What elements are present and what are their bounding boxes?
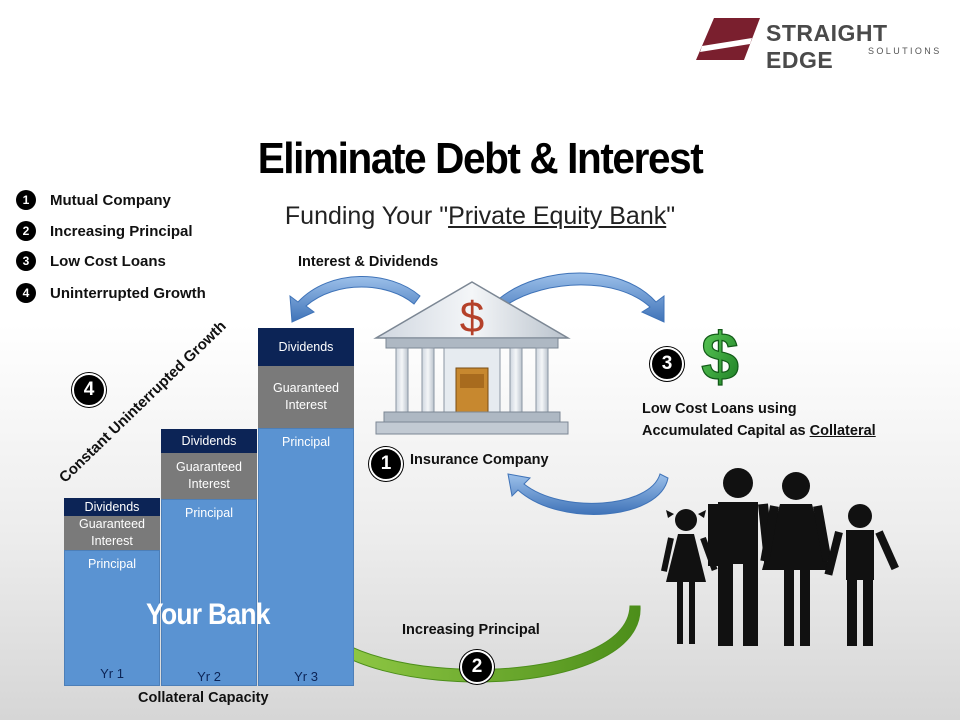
bar-3-interest: Guaranteed Interest <box>258 366 354 428</box>
bar-year-3: Dividends Guaranteed Interest Principal … <box>258 328 354 686</box>
bar-3-year: Yr 3 <box>294 669 318 684</box>
loans-label-line1: Low Cost Loans using <box>642 401 797 417</box>
interest-dividends-label: Interest & Dividends <box>298 254 439 270</box>
your-bank-label: Your Bank <box>146 598 270 631</box>
arrow-interest-right-icon <box>499 272 665 323</box>
legend-item-2: 2 Increasing Principal <box>16 220 193 242</box>
subtitle-suffix: " <box>666 202 676 230</box>
marker-2: 2 <box>460 650 494 684</box>
legend-label-4: Uninterrupted Growth <box>50 284 206 302</box>
loans-label-prefix: Accumulated Capital as <box>642 423 810 439</box>
money-dollar-icon: $ <box>700 318 739 390</box>
collateral-capacity-label: Collateral Capacity <box>138 690 269 706</box>
marker-3: 3 <box>650 347 684 381</box>
loans-label-line2: Accumulated Capital as Collateral <box>642 420 876 442</box>
bar-2-principal: Principal <box>161 499 257 686</box>
bar-1-dividends: Dividends <box>64 498 160 516</box>
legend-item-4: 4 Uninterrupted Growth <box>16 282 206 304</box>
legend-number-3: 3 <box>16 251 36 271</box>
money-dollar-sign: $ <box>701 319 739 390</box>
legend-label-2: Increasing Principal <box>50 222 193 240</box>
increasing-principal-label: Increasing Principal <box>402 622 540 638</box>
legend-number-1: 1 <box>16 190 36 210</box>
bank-dollar-sign: $ <box>460 293 484 342</box>
marker-4: 4 <box>72 373 106 407</box>
marker-1: 1 <box>369 447 403 481</box>
bar-1-interest: Guaranteed Interest <box>64 516 160 550</box>
bar-2-interest: Guaranteed Interest <box>161 453 257 499</box>
bank-building-icon: $ <box>373 281 571 435</box>
logo-mark-icon <box>696 18 760 60</box>
arrow-interest-left-icon <box>289 276 421 323</box>
collateral-link: Collateral <box>809 423 876 439</box>
legend-number-2: 2 <box>16 221 36 241</box>
company-logo: STRAIGHT EDGE SOLUTIONS <box>694 14 944 73</box>
legend-label-1: Mutual Company <box>50 191 171 209</box>
subtitle-link: Private Equity Bank <box>448 202 667 230</box>
bar-2-dividends: Dividends <box>161 429 257 453</box>
logo-subtitle: SOLUTIONS <box>868 46 942 56</box>
bar-3-dividends: Dividends <box>258 328 354 366</box>
subtitle-prefix: Funding Your " <box>284 202 449 230</box>
family-silhouette-icon <box>660 468 899 646</box>
bar-year-2: Dividends Guaranteed Interest Principal … <box>161 429 257 686</box>
bar-year-1: Dividends Guaranteed Interest Principal … <box>64 498 160 686</box>
bar-1-year: Yr 1 <box>100 666 124 681</box>
legend-item-1: 1 Mutual Company <box>16 189 171 211</box>
legend-number-4: 4 <box>16 283 36 303</box>
arrow-loans-return-icon <box>507 473 669 515</box>
bar-1-principal: Principal <box>64 550 160 686</box>
page-subtitle: Funding Your "Private Equity Bank" <box>0 202 960 231</box>
legend-item-3: 3 Low Cost Loans <box>16 250 166 272</box>
page-title: Eliminate Debt & Interest <box>257 134 704 183</box>
loans-label: Low Cost Loans using Accumulated Capital… <box>642 398 876 442</box>
insurance-company-label: Insurance Company <box>410 452 549 468</box>
legend-label-3: Low Cost Loans <box>50 252 166 270</box>
logo-name: STRAIGHT EDGE <box>766 20 888 73</box>
bar-3-principal: Principal <box>258 428 354 686</box>
bar-2-year: Yr 2 <box>197 669 221 684</box>
